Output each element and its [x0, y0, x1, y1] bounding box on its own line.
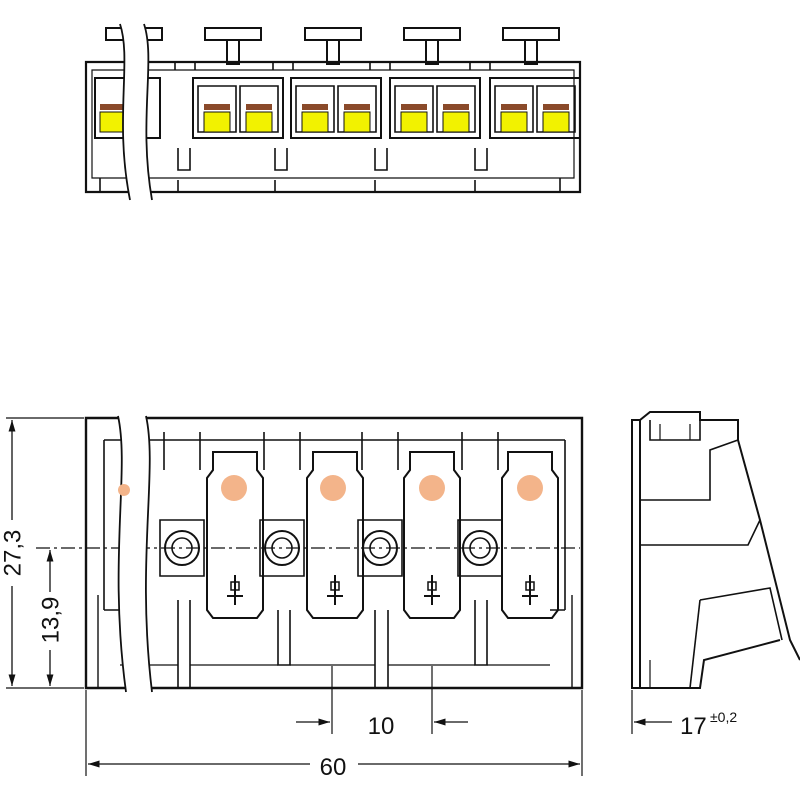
dim-height-total: 27,3 — [0, 530, 27, 577]
mounting-hole-2 — [259, 431, 305, 577]
top-pole-2 — [192, 77, 284, 139]
dim-depth: 17 — [680, 713, 707, 740]
side-housing-outline — [631, 419, 641, 689]
release-lever-5 — [502, 27, 560, 65]
mounting-hole-4 — [457, 431, 503, 577]
release-lever-3 — [304, 27, 362, 65]
top-break-band — [120, 24, 152, 200]
top-pole-3 — [290, 77, 382, 139]
wire-entry-4 — [419, 475, 445, 501]
wire-entries — [221, 475, 543, 501]
wire-entry-3 — [320, 475, 346, 501]
wire-entry-2 — [221, 475, 247, 501]
top-housing-outline — [84, 60, 582, 194]
top-view — [84, 23, 582, 201]
front-housing-outline — [84, 416, 584, 690]
top-pole-4 — [389, 77, 481, 139]
front-view — [36, 415, 584, 693]
mounting-hole-1 — [159, 431, 205, 577]
mounting-hole-3 — [357, 431, 403, 577]
dim-length: 60 — [320, 754, 347, 781]
release-lever-4 — [403, 27, 461, 65]
wire-entry-5 — [517, 475, 543, 501]
dim-height-axis: 13,9 — [38, 597, 65, 644]
release-lever-2 — [204, 27, 262, 65]
top-pole-5 — [489, 77, 581, 139]
dim-depth-tolerance: ±0,2 — [710, 709, 737, 725]
side-view — [631, 411, 800, 689]
dim-pitch: 10 — [368, 713, 395, 740]
